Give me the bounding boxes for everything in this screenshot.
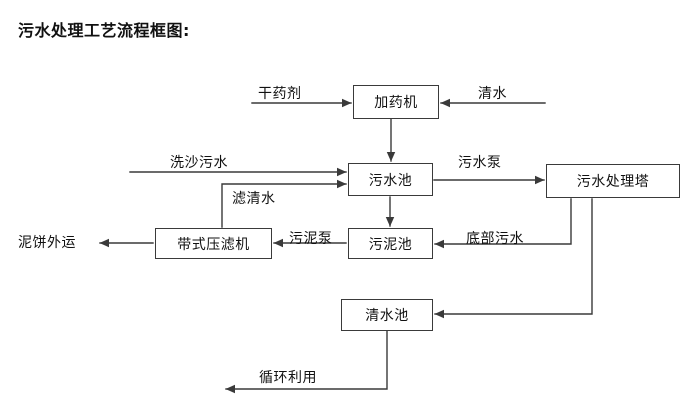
edge-label-recycle-reuse: 循环利用 [259, 370, 317, 386]
node-label-dosing-machine: 加药机 [374, 95, 418, 111]
node-label-treatment-tower: 污水处理塔 [576, 174, 650, 190]
node-sludge-pool[interactable]: 污泥池 [348, 228, 433, 259]
edge-label-clean-water-input: 清水 [478, 86, 507, 102]
connector-clean-water-pool-to-recycle [225, 330, 388, 394]
node-label-sludge-pool: 污泥池 [368, 236, 413, 253]
node-belt-filter-press[interactable]: 带式压滤机 [155, 228, 272, 259]
page-title: 污水处理工艺流程框图: [18, 21, 190, 40]
edge-label-sludge-pump: 污泥泵 [289, 231, 333, 247]
edge-label-dry-reagent: 干药剂 [258, 86, 302, 102]
edge-label-bottom-sewage: 底部污水 [466, 231, 524, 247]
node-dosing-machine[interactable]: 加药机 [353, 85, 439, 119]
connector-belt-filter-press-to-sewage-pool [221, 179, 347, 228]
connector-treatment-tower-to-clean-water-pool [434, 198, 593, 319]
edge-label-filtrate-clear-water: 滤清水 [232, 191, 276, 207]
node-label-sewage-pool: 污水池 [368, 172, 413, 189]
node-clean-water-pool[interactable]: 清水池 [341, 299, 433, 331]
node-treatment-tower[interactable]: 污水处理塔 [546, 164, 680, 198]
edge-label-mud-cake-transport: 泥饼外运 [18, 235, 76, 251]
edge-label-sewage-pump: 污水泵 [458, 155, 502, 171]
node-label-clean-water-pool: 清水池 [365, 308, 409, 324]
edge-label-sand-washing-sewage: 洗沙污水 [170, 155, 228, 171]
node-label-belt-filter-press: 带式压滤机 [177, 236, 250, 253]
node-sewage-pool[interactable]: 污水池 [348, 163, 433, 196]
connector-treatment-tower-to-sludge-pool [434, 198, 572, 249]
